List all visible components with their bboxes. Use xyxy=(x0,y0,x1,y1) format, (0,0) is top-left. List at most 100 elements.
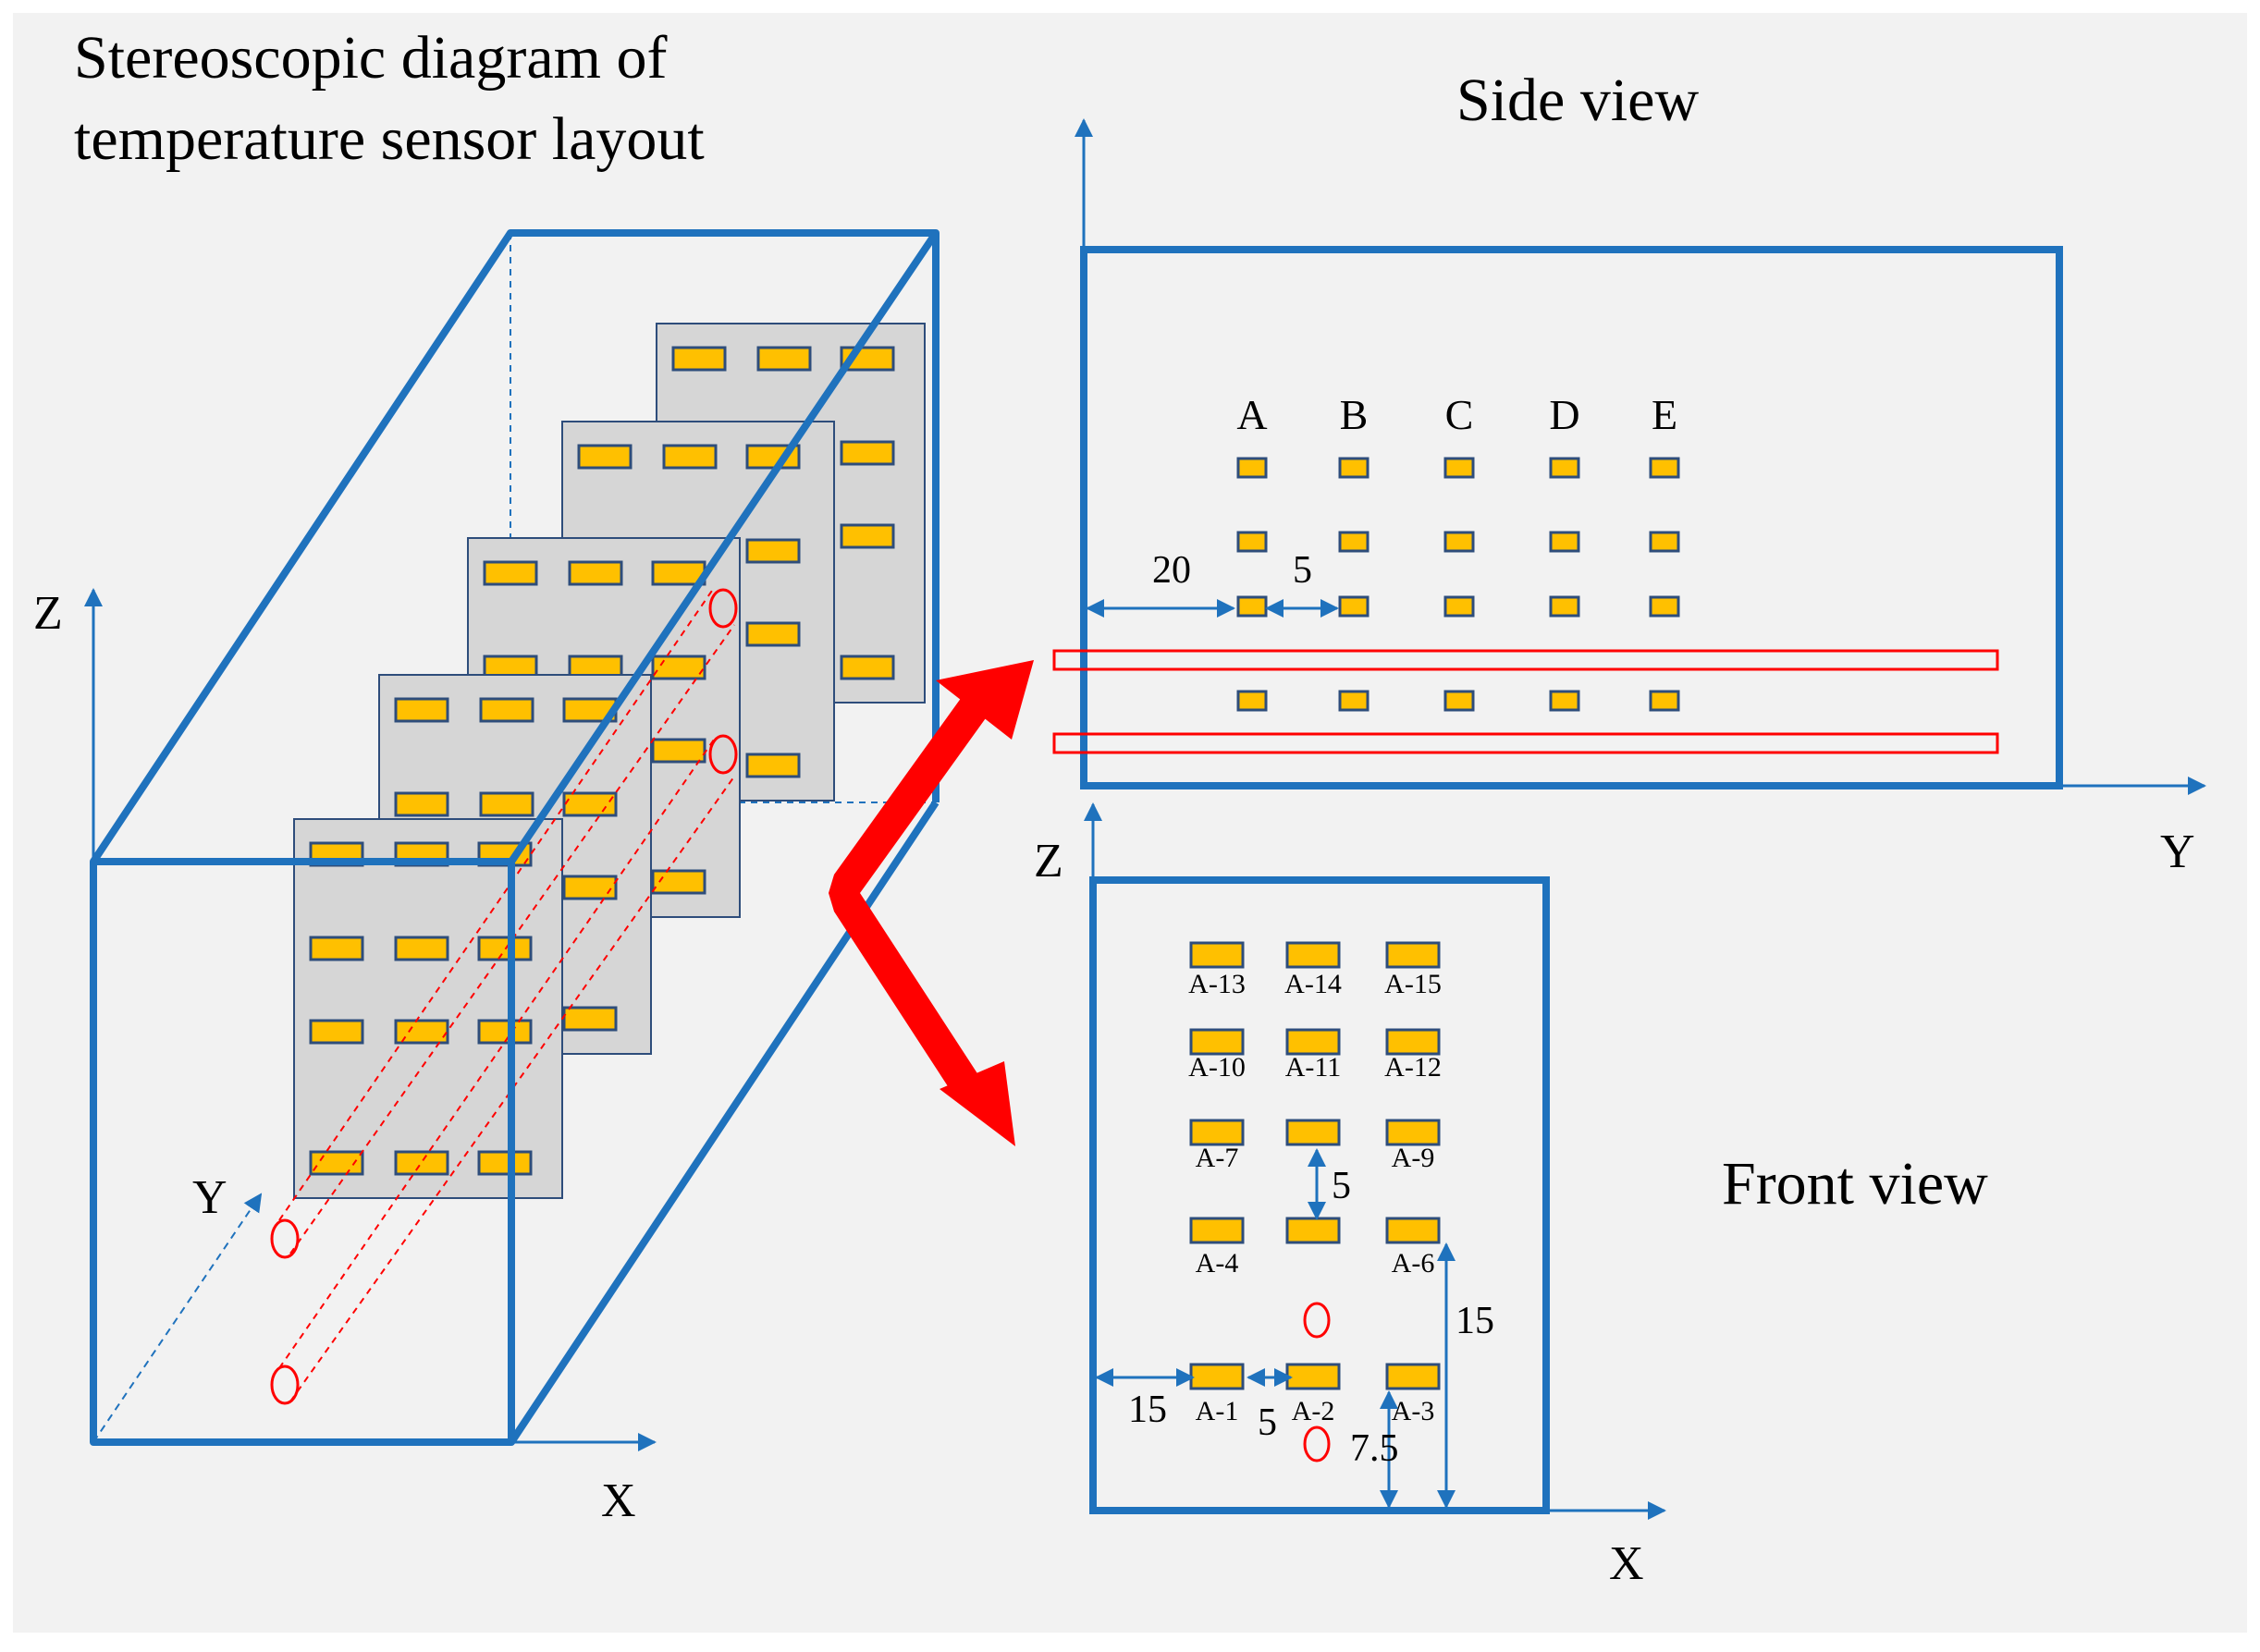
iso-y-label: Y xyxy=(192,1171,227,1224)
front-z-label: Z xyxy=(1034,835,1063,887)
front-sensor-label: A-15 xyxy=(1384,969,1442,999)
sensor xyxy=(1189,1363,1245,1390)
box-top-face xyxy=(90,229,940,864)
front-sensor-label: A-7 xyxy=(1196,1143,1239,1173)
sensor xyxy=(568,560,623,586)
sensor xyxy=(1549,457,1580,479)
sensor xyxy=(577,444,633,470)
sensor xyxy=(1649,595,1680,618)
sensor xyxy=(1285,1119,1341,1146)
sensor xyxy=(651,655,706,680)
side-view-frame xyxy=(1080,246,2063,789)
sensor xyxy=(394,791,449,817)
sensor xyxy=(1189,1119,1245,1146)
sensor xyxy=(562,791,618,817)
sensor xyxy=(1443,531,1475,553)
front-dim-gap-h: 5 xyxy=(1258,1401,1277,1444)
sensor xyxy=(1338,595,1370,618)
iso-z-label: Z xyxy=(33,587,63,640)
sensor xyxy=(1649,531,1680,553)
side-dim-gap: 5 xyxy=(1293,549,1312,592)
sensor xyxy=(1189,941,1245,969)
sensor xyxy=(394,697,449,723)
sensor xyxy=(477,1019,533,1045)
side-column-label: C xyxy=(1445,391,1474,438)
sensor xyxy=(1338,690,1370,712)
front-sensor-label: A-9 xyxy=(1392,1143,1435,1173)
double-headed-arrow-icon xyxy=(829,660,1034,1146)
sensor xyxy=(1385,1363,1441,1390)
arrow-head-upper xyxy=(936,660,1034,740)
side-view-title: Side view xyxy=(1456,67,1699,134)
front-sensor-label: A-11 xyxy=(1285,1052,1342,1083)
sensor xyxy=(1285,1363,1341,1390)
sensor xyxy=(1236,595,1268,618)
side-column-label: B xyxy=(1340,391,1369,438)
front-view-title: Front view xyxy=(1722,1150,1988,1218)
front-sensor-label: A-10 xyxy=(1188,1052,1246,1083)
front-dim-height-a3: 7.5 xyxy=(1350,1427,1399,1470)
front-sensor-label: A-2 xyxy=(1292,1396,1335,1426)
sensor xyxy=(1236,457,1268,479)
front-sensor-label: A-13 xyxy=(1188,969,1246,999)
heater-tube-edge xyxy=(289,776,735,1402)
front-dim-height-a6: 15 xyxy=(1455,1300,1494,1342)
iso-y-axis xyxy=(92,1193,263,1443)
sensor xyxy=(1443,595,1475,618)
sensor xyxy=(1285,1028,1341,1056)
sensor xyxy=(483,560,538,586)
arrow-shaft xyxy=(829,697,988,1102)
front-view-frame xyxy=(1089,876,1550,1514)
sensor xyxy=(662,444,718,470)
panel-plate xyxy=(293,818,563,1199)
side-y-label: Y xyxy=(2160,826,2195,878)
sensor xyxy=(1338,457,1370,479)
sensor xyxy=(745,621,801,647)
sensor xyxy=(1385,941,1441,969)
sensor xyxy=(651,738,706,764)
sensor xyxy=(756,346,812,372)
sensor xyxy=(745,538,801,564)
sensor xyxy=(1385,1119,1441,1146)
sensor xyxy=(651,560,706,586)
sensor xyxy=(671,346,727,372)
sensor xyxy=(1549,690,1580,712)
side-column-label: A xyxy=(1236,391,1267,438)
heater-tube-end xyxy=(708,588,738,629)
sensor xyxy=(745,753,801,778)
stereo-title-line1: Stereoscopic diagram of xyxy=(74,24,667,92)
sensor xyxy=(394,936,449,961)
sensor xyxy=(479,697,534,723)
sensor xyxy=(1338,531,1370,553)
arrow-head-lower xyxy=(940,1061,1015,1146)
sensor xyxy=(840,440,895,466)
side-column-label: E xyxy=(1652,391,1677,438)
sensor xyxy=(477,1150,533,1176)
front-x-label: X xyxy=(1609,1537,1644,1590)
side-dim-offset: 20 xyxy=(1152,549,1191,592)
sensor xyxy=(1649,457,1680,479)
sensor-panel xyxy=(293,818,563,1199)
sensor xyxy=(1189,1028,1245,1056)
iso-x-label: X xyxy=(601,1475,636,1527)
front-dim-gap-v: 5 xyxy=(1332,1165,1351,1207)
sensor-panels xyxy=(293,323,926,1199)
sensor xyxy=(1649,690,1680,712)
sensor xyxy=(1285,1217,1341,1244)
sensor xyxy=(1385,1217,1441,1244)
sensor xyxy=(1189,1217,1245,1244)
heater-tube-end xyxy=(270,1364,300,1405)
heater-tube-end xyxy=(270,1218,300,1259)
sensor xyxy=(1443,457,1475,479)
sensor xyxy=(1549,595,1580,618)
front-sensor-label: A-14 xyxy=(1284,969,1342,999)
front-sensor-label: A-12 xyxy=(1384,1052,1442,1083)
sensor xyxy=(394,1150,449,1176)
front-heater-tube-lower xyxy=(1303,1426,1331,1462)
front-sensor-label: A-3 xyxy=(1392,1396,1435,1426)
sensor xyxy=(1236,531,1268,553)
heater-tube-edge xyxy=(278,587,715,1221)
